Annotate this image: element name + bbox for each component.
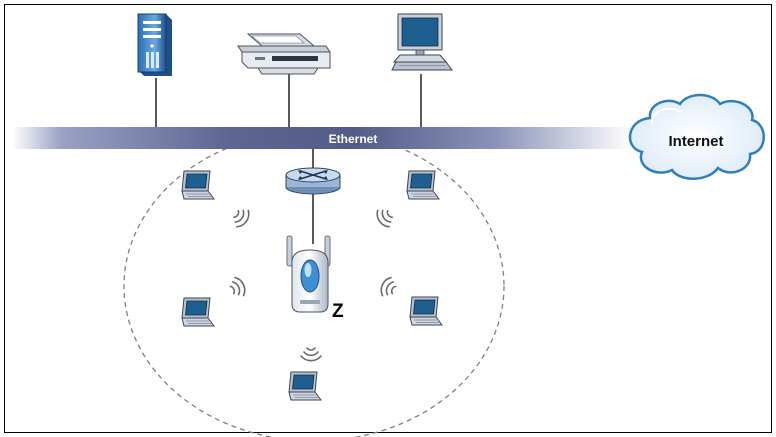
internet-label: Internet — [668, 133, 723, 150]
ethernet-backbone — [12, 127, 632, 149]
ethernet-label: Ethernet — [329, 132, 378, 146]
diagram-frame — [4, 4, 772, 433]
printer-icon — [237, 33, 331, 75]
access-point-label: Z — [332, 301, 344, 322]
internet-cloud: Internet — [628, 93, 765, 180]
wireless-access-point-icon — [286, 235, 331, 313]
desktop-computer-icon — [391, 13, 453, 71]
router-icon — [285, 167, 341, 195]
server-icon — [137, 13, 172, 76]
